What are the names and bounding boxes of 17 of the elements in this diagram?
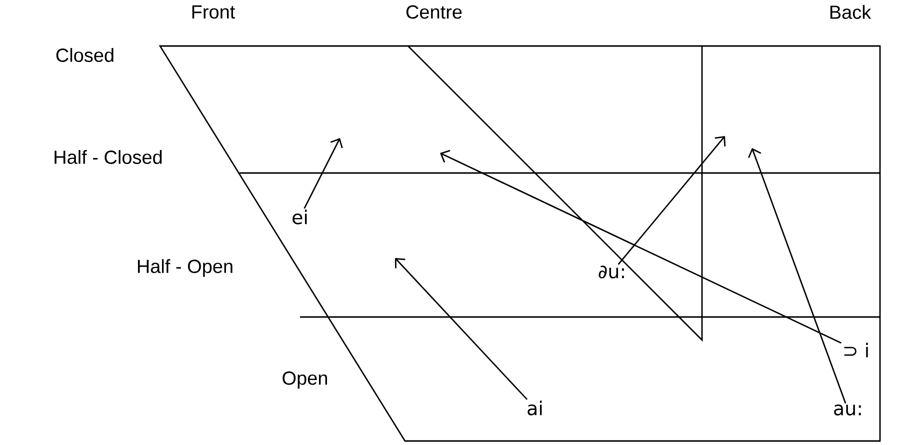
arrow bbox=[748, 148, 846, 404]
vowel-symbol: ai bbox=[528, 400, 542, 416]
axis-label: Closed bbox=[56, 48, 114, 62]
arrow bbox=[304, 138, 343, 209]
vowel-symbol: ⊃ i bbox=[844, 342, 868, 358]
axis-label: Half - Closed bbox=[54, 150, 162, 164]
arrow bbox=[395, 258, 528, 400]
axis-label: Half - Open bbox=[138, 259, 232, 277]
arrow bbox=[440, 150, 842, 344]
vowel-symbol: ∂u: bbox=[598, 266, 624, 278]
axis-label: Front bbox=[192, 5, 236, 19]
axis-label: Back bbox=[830, 5, 872, 19]
arrow bbox=[618, 136, 726, 265]
vowel-symbol: ei bbox=[292, 210, 307, 224]
axis-label: Open bbox=[282, 371, 327, 389]
vowel-symbol: au: bbox=[834, 404, 861, 416]
axis-label: Centre bbox=[406, 5, 462, 19]
